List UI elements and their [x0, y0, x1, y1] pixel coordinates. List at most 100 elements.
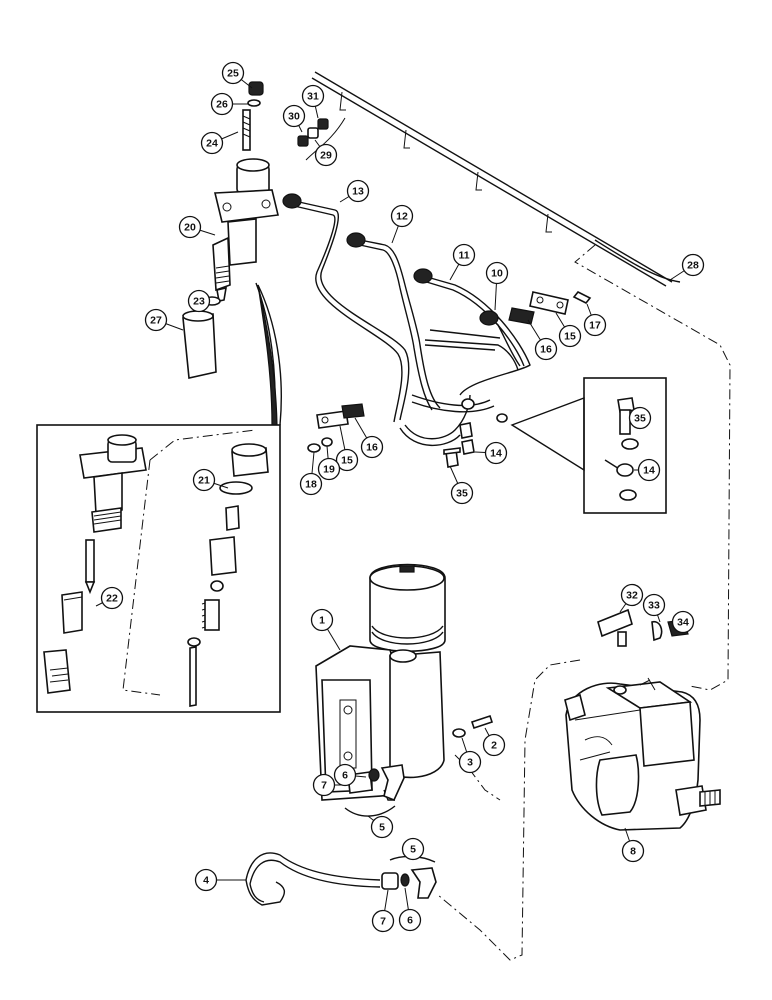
callout-circle: [484, 441, 508, 465]
callout-number: 33: [648, 600, 660, 612]
injection-pump-8: [564, 677, 721, 831]
callout-35: 35: [449, 465, 474, 505]
fuel-hose-4: [245, 852, 437, 906]
callout-26: 26: [210, 92, 248, 116]
callout-circle: [301, 84, 325, 108]
callout-circle: [681, 253, 705, 277]
callout-circle: [398, 908, 422, 932]
callout-number: 34: [677, 617, 689, 629]
callout-number: 16: [366, 442, 378, 454]
injector-lines: [282, 193, 531, 447]
callout-number: 21: [198, 475, 210, 487]
banjo-fitting: [297, 117, 346, 161]
callout-circle: [452, 243, 476, 267]
callout-circle: [370, 815, 394, 839]
callout-28: 28: [669, 253, 705, 281]
callout-30: 30: [282, 104, 306, 133]
callout-number: 27: [150, 315, 162, 327]
callout-circle: [642, 593, 666, 617]
callout-circle: [401, 837, 425, 861]
callout-21: 21: [192, 468, 229, 492]
callout-1: 1: [310, 608, 341, 651]
callout-circle: [620, 583, 644, 607]
callout-circle: [282, 104, 306, 128]
callout-number: 15: [564, 331, 576, 343]
callout-circle: [621, 839, 645, 863]
callout-number: 18: [305, 479, 317, 491]
callout-number: 35: [456, 488, 468, 500]
stud-nut-washer: [242, 81, 264, 151]
callout-number: 14: [643, 465, 655, 477]
callout-circle: [314, 143, 338, 167]
callout-4: 4: [194, 868, 246, 892]
callout-circle: [482, 733, 506, 757]
callout-circle: [558, 324, 582, 348]
callout-number: 5: [410, 844, 416, 856]
callout-34: 34: [671, 610, 695, 634]
callout-number: 7: [321, 780, 327, 792]
callout-circle: [390, 204, 414, 228]
callout-number: 10: [491, 268, 503, 280]
callout-15: 15: [335, 425, 359, 472]
callout-circle: [534, 337, 558, 361]
callout-number: 3: [467, 757, 473, 769]
callout-circle: [192, 468, 216, 492]
callout-29: 29: [314, 139, 338, 167]
callout-6: 6: [398, 887, 422, 932]
callout-circle: [144, 308, 168, 332]
callout-24: 24: [200, 131, 239, 155]
callout-32: 32: [619, 583, 644, 613]
callout-2: 2: [482, 727, 506, 757]
callout-number: 6: [407, 915, 413, 927]
callout-circle: [221, 61, 245, 85]
callout-circle: [210, 92, 234, 116]
callout-23: 23: [187, 289, 211, 313]
washer-sleeve: [182, 296, 221, 379]
callout-7: 7: [371, 889, 395, 933]
callout-number: 6: [342, 770, 348, 782]
callout-circle: [333, 763, 357, 787]
callout-number: 5: [379, 822, 385, 834]
callout-number: 16: [540, 344, 552, 356]
callout-number: 25: [227, 68, 239, 80]
callout-number: 22: [106, 593, 118, 605]
callout-22: 22: [95, 586, 124, 610]
callout-16: 16: [354, 417, 384, 459]
callout-circle: [200, 131, 224, 155]
callout-31: 31: [301, 84, 325, 119]
callout-circle: [671, 610, 695, 634]
callout-number: 24: [206, 138, 218, 150]
callout-circle: [335, 448, 359, 472]
callout-number: 26: [216, 99, 228, 111]
callout-number: 32: [626, 590, 638, 602]
callout-circle: [100, 586, 124, 610]
callout-circle: [485, 261, 509, 285]
callout-circle: [360, 435, 384, 459]
callout-circle: [346, 179, 370, 203]
callout-circle: [299, 472, 323, 496]
callout-13: 13: [339, 179, 370, 203]
callout-20: 20: [178, 215, 216, 239]
callout-6: 6: [333, 763, 367, 787]
callout-15: 15: [555, 312, 582, 348]
callout-14: 14: [474, 441, 508, 465]
callout-8: 8: [621, 827, 645, 863]
callout-19: 19: [317, 445, 341, 481]
fuel-filter-1: [315, 563, 446, 801]
callout-circle: [637, 458, 661, 482]
callout-number: 14: [490, 448, 502, 460]
callout-circle: [194, 868, 218, 892]
clamp-right: [508, 290, 592, 325]
callout-number: 8: [630, 846, 636, 858]
injector-20: [212, 158, 279, 302]
callout-circle: [187, 289, 211, 313]
callout-number: 29: [320, 150, 332, 162]
callout-circle: [583, 313, 607, 337]
callout-12: 12: [390, 204, 414, 244]
callout-circle: [310, 608, 334, 632]
callout-circle: [317, 457, 341, 481]
callout-number: 1: [319, 615, 325, 627]
callout-number: 4: [203, 875, 209, 887]
